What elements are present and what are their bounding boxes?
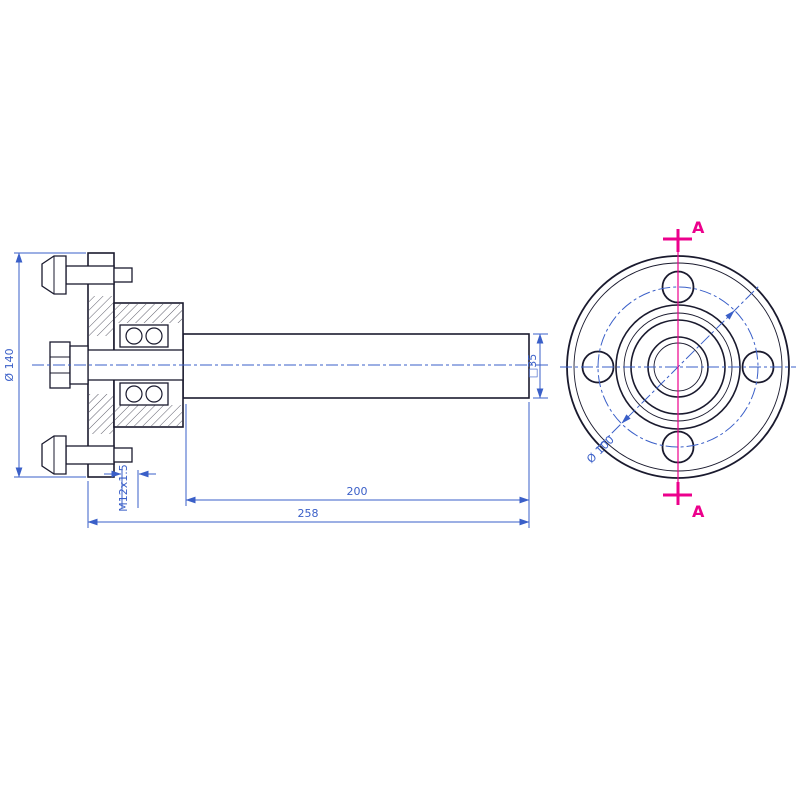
dim-overall-length: 258 — [87, 481, 530, 528]
upper-bearing — [119, 324, 169, 348]
dim-flange-diameter: Ø 140 — [3, 252, 86, 478]
section-cut-line: A A — [663, 218, 705, 521]
bearing-ball — [125, 385, 143, 403]
dim-stud-thread: M12x1.5 — [104, 464, 156, 512]
bearing-ball — [125, 327, 143, 345]
section-view: Ø 140 □35 200 258 M12 — [3, 252, 548, 528]
lower-bearing — [119, 382, 169, 406]
dim-arrow — [621, 414, 631, 424]
axle-tube — [182, 333, 530, 399]
wheel-stud-bottom — [41, 435, 133, 475]
section-label-top: A — [692, 218, 705, 237]
section-label-bottom: A — [692, 502, 705, 521]
dim-label-stud-thread: M12x1.5 — [117, 464, 130, 512]
dim-tube-length: 200 — [185, 402, 530, 506]
front-view: Ø 100 A A — [560, 218, 796, 521]
section-hatching — [89, 296, 182, 434]
bearing-ball — [145, 385, 163, 403]
bearing-ball — [145, 327, 163, 345]
dim-label-overall-length: 258 — [298, 507, 319, 520]
dim-label-tube-length: 200 — [347, 485, 368, 498]
wheel-stud-top — [41, 255, 133, 295]
dim-label-square-tube: □35 — [526, 354, 539, 378]
dim-square-tube: □35 — [526, 333, 548, 399]
dim-label-bolt-circle: Ø 100 — [584, 433, 617, 466]
dim-label-flange-diameter: Ø 140 — [3, 348, 16, 381]
dim-arrow — [725, 310, 735, 320]
